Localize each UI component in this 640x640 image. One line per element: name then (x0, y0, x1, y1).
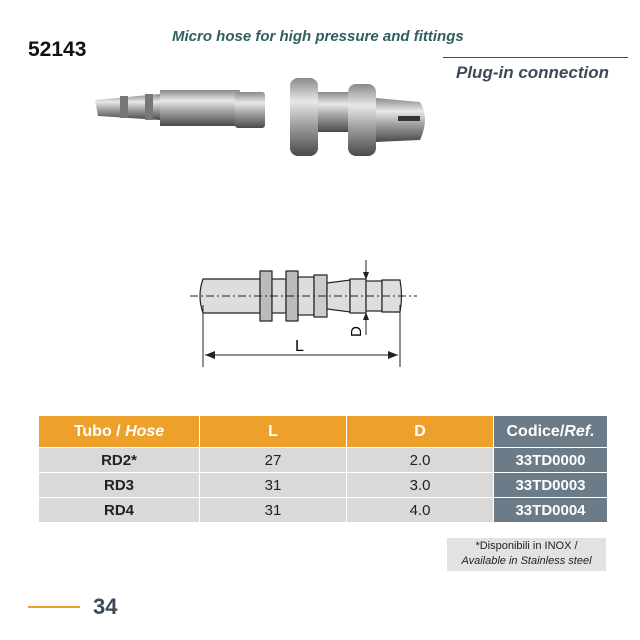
dimension-diameter-label: D (348, 326, 365, 337)
cell-d: 4.0 (346, 497, 494, 523)
cell-l: 31 (199, 497, 347, 523)
product-code: 52143 (28, 38, 87, 61)
cell-hose: RD3 (38, 472, 200, 498)
specs-table: Tubo / Hose L D Codice/Ref. RD2* 27 2.0 … (38, 415, 608, 523)
cell-l: 31 (199, 472, 347, 498)
page-title: Micro hose for high pressure and fitting… (172, 28, 464, 45)
header-ref-italic: Ref. (564, 422, 595, 440)
divider (443, 57, 628, 58)
header-l: L (199, 415, 347, 448)
cell-d: 2.0 (346, 447, 494, 473)
cell-ref: 33TD0004 (493, 497, 608, 523)
cell-ref: 33TD0003 (493, 472, 608, 498)
technical-drawing: L D (190, 260, 417, 367)
page-number-rule (28, 606, 80, 608)
page-number: 34 (93, 594, 118, 619)
cell-ref: 33TD0000 (493, 447, 608, 473)
footnote: *Disponibili in INOX / Available in Stai… (447, 538, 606, 571)
cell-d: 3.0 (346, 472, 494, 498)
header-hose-italic: Hose (125, 422, 165, 440)
section-subtitle: Plug-in connection (456, 63, 609, 82)
table-row: RD2* 27 2.0 33TD0000 (38, 447, 608, 473)
header-hose: Tubo / Hose (38, 415, 200, 448)
cell-l: 27 (199, 447, 347, 473)
table-row: RD3 31 3.0 33TD0003 (38, 472, 608, 498)
cell-hose: RD4 (38, 497, 200, 523)
cell-hose: RD2* (38, 447, 200, 473)
header-d: D (346, 415, 494, 448)
footnote-line2: Available in Stainless steel (461, 555, 592, 567)
table-row: RD4 31 4.0 33TD0004 (38, 497, 608, 523)
header-ref-text: Codice/ (506, 422, 565, 440)
footnote-line1: *Disponibili in INOX / (475, 540, 578, 552)
table-header: Tubo / Hose L D Codice/Ref. (38, 415, 608, 448)
header-ref: Codice/Ref. (493, 415, 608, 448)
header-hose-text: Tubo / (73, 422, 126, 440)
dimension-length-label: L (295, 338, 304, 355)
fitting-photo (95, 78, 425, 156)
